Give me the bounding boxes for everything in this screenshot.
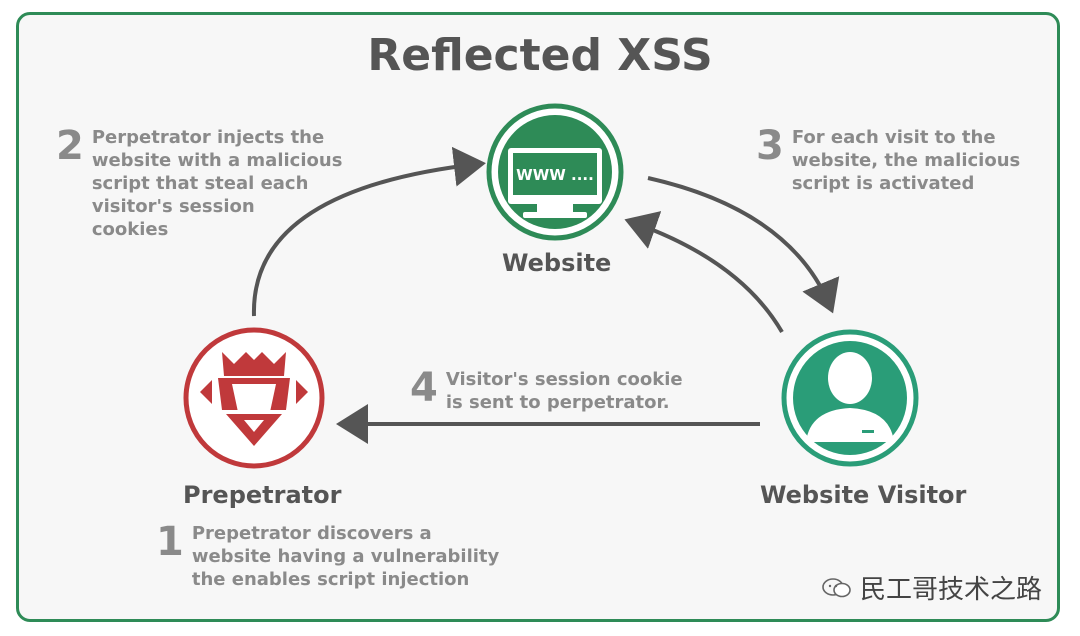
monitor-icon: WWW ....	[508, 148, 602, 218]
user-icon	[806, 352, 894, 442]
step-1: 1 Prepetrator discovers a website having…	[156, 522, 499, 591]
diagram-title: Reflected XSS	[367, 30, 713, 81]
step-3-text: For each visit to the website, the malic…	[791, 127, 1021, 194]
step-1-number: 1	[156, 519, 184, 565]
step-2-number: 2	[56, 123, 84, 169]
website-label: Website	[502, 249, 612, 277]
hacker-icon	[200, 352, 308, 446]
step-4: 4 Visitor's session cookie is sent to pe…	[410, 368, 683, 414]
step-3: 3 For each visit to the website, the mal…	[756, 126, 1020, 195]
step-4-number: 4	[410, 365, 438, 411]
visitor-label: Website Visitor	[760, 481, 967, 509]
perpetrator-node	[183, 327, 325, 469]
watermark: 民工哥技术之路	[822, 569, 1042, 606]
arrow-visitor-to-website	[624, 211, 784, 334]
perpetrator-label: Prepetrator	[183, 481, 342, 509]
step-2: 2 Perpetrator injects the website with a…	[56, 126, 342, 241]
step-4-text: Visitor's session cookie is sent to perp…	[445, 369, 683, 413]
wechat-icon	[822, 577, 851, 597]
arrow-website-to-visitor	[647, 176, 840, 314]
arrow-perpetrator-to-website	[251, 146, 486, 317]
step-1-text: Prepetrator discovers a website having a…	[191, 523, 500, 590]
step-2-text: Perpetrator injects the website with a m…	[91, 127, 343, 240]
visitor-node	[781, 329, 919, 467]
website-node: WWW ....	[486, 103, 624, 241]
step-3-number: 3	[756, 123, 784, 169]
watermark-text: 民工哥技术之路	[859, 575, 1042, 605]
monitor-screen-text: WWW ....	[516, 166, 594, 184]
